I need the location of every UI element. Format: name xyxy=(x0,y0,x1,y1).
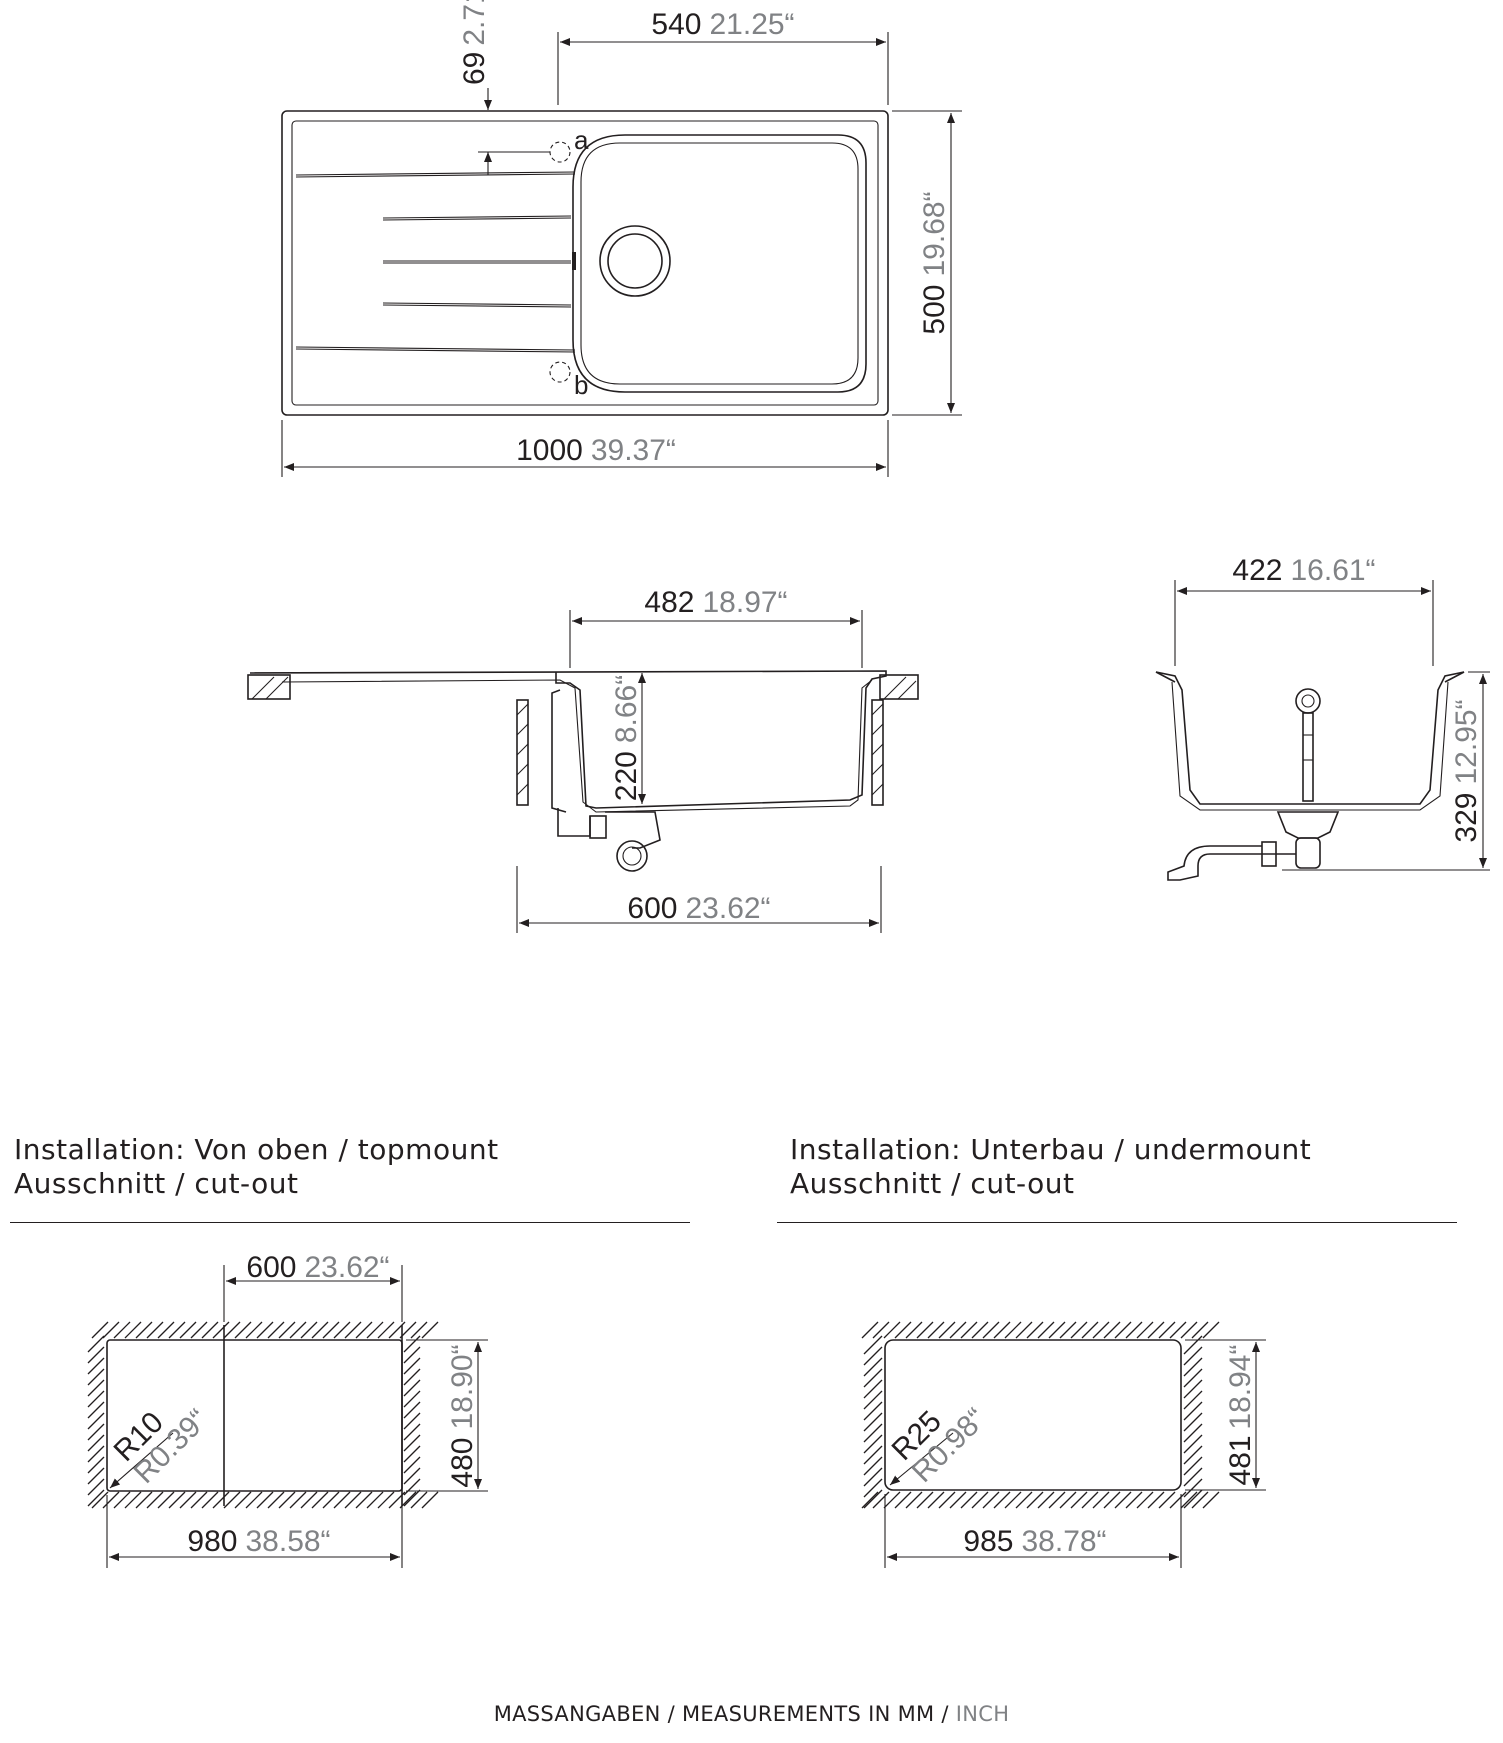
drain-outer xyxy=(599,225,671,297)
end-profile-inner xyxy=(1171,681,1449,811)
cabinet-wall-right xyxy=(871,699,884,806)
dim-329-label: 32912.95“ xyxy=(1450,699,1483,842)
dim-220-label: 2208.66“ xyxy=(610,675,643,801)
tap-hole-b xyxy=(549,361,571,383)
topmount-hatching xyxy=(87,1321,439,1509)
dim-500-label: 50019.68“ xyxy=(918,191,951,334)
end-profile xyxy=(1155,671,1465,805)
sink-profile-inner xyxy=(281,679,873,813)
footer-units-text: MASSANGABEN / MEASUREMENTS IN MM / xyxy=(493,1702,949,1726)
undermount-title-line2: Ausschnitt / cut-out xyxy=(790,1167,1075,1200)
topmount-title-line2: Ausschnitt / cut-out xyxy=(14,1167,299,1200)
overflow-tube xyxy=(1302,712,1314,802)
tap-hole-a xyxy=(549,141,571,163)
overflow xyxy=(572,252,576,270)
undermount-divider xyxy=(777,1222,1457,1223)
undermount-hatching xyxy=(861,1321,1220,1509)
worktop-right xyxy=(879,674,919,700)
sink-rim xyxy=(291,120,879,406)
overflow-pipe xyxy=(551,689,567,813)
label-b: b xyxy=(574,370,588,400)
footer-inch-text: INCH xyxy=(955,1702,1010,1726)
worktop-left xyxy=(247,674,291,700)
trap-bend xyxy=(616,840,648,872)
label-a: a xyxy=(574,125,589,155)
trap-body xyxy=(1295,837,1321,869)
dim-69-label: 692.71“ xyxy=(458,0,491,85)
undermount-cutout-outline xyxy=(884,1339,1182,1491)
drain-inner xyxy=(607,233,663,289)
undermount-title-line1: Installation: Unterbau / undermount xyxy=(790,1133,1312,1166)
waste-outlet xyxy=(1276,811,1340,839)
undermount-section-title: Installation: Unterbau / undermount Auss… xyxy=(790,1133,1311,1201)
topmount-divider xyxy=(10,1222,690,1223)
overflow-head xyxy=(1295,688,1321,714)
topmount-480-label: 48018.90“ xyxy=(446,1344,479,1487)
drainboard-ribs xyxy=(295,171,576,353)
bowl-outline xyxy=(572,134,867,393)
outlet-pipe xyxy=(1167,845,1296,881)
bowl-inner-outline xyxy=(580,142,859,385)
cabinet-wall-left xyxy=(516,699,529,806)
topmount-section-title: Installation: Von oben / topmount Aussch… xyxy=(14,1133,499,1201)
sink-profile xyxy=(249,670,887,809)
waste-body xyxy=(605,811,661,849)
topmount-title-line1: Installation: Von oben / topmount xyxy=(14,1133,499,1166)
trap-bend-inner xyxy=(622,846,642,866)
undermount-481-label: 48118.94“ xyxy=(1224,1345,1257,1486)
trap-nut xyxy=(589,815,607,839)
trap-elbow xyxy=(557,808,591,837)
sink-outline xyxy=(281,110,889,416)
measurements-footer: MASSANGABEN / MEASUREMENTS IN MM / INCH xyxy=(0,1702,1503,1726)
